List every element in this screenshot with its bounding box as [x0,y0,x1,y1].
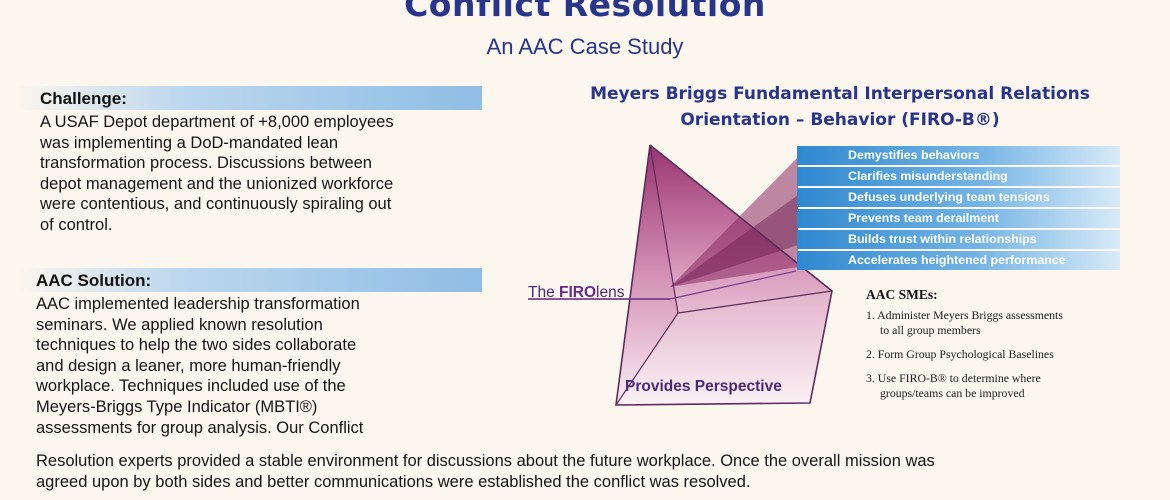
page-subtitle: An AAC Case Study [486,34,684,59]
pyramid-rays [670,157,798,287]
solution-line: and design a leaner, more human-friendly [36,356,341,375]
solution-wide-line: Resolution experts provided a stable env… [36,452,935,470]
benefit-band [797,146,1120,165]
benefit-label: Accelerates heightened performance [848,253,1066,267]
solution-text: AAC implemented leadership transformatio… [36,294,363,438]
solution-wide-text: Resolution experts provided a stable env… [36,451,935,492]
solution-wide-line: agreed upon by both sides and better com… [36,472,751,491]
challenge-line: transformation process. Discussions betw… [40,154,372,173]
diagram-title-line2: Orientation – Behavior (FIRO-B®) [680,110,1000,130]
sme-item: 3. Use FIRO-B® to determine where groups… [866,371,1116,400]
solution-label: AAC Solution: [36,271,152,290]
benefit-label: Prevents team derailment [848,211,999,225]
sme-item-line: to all group members [880,322,981,337]
sme-item-line: 3. Use FIRO-B® to determine where [866,371,1041,385]
sme-item: 2. Form Group Psychological Baselines [866,347,1116,362]
challenge-line: was implementing a DoD-mandated lean [40,133,339,152]
solution-header-band [18,268,482,292]
page-title: Conflict Resolution [404,0,766,24]
pyramid-edge [615,312,679,406]
benefit-band [797,230,1120,249]
challenge-line: depot management and the unionized workf… [40,174,394,193]
benefit-band [797,188,1120,207]
firo-lens-prefix: The [528,284,560,301]
sme-item-line: 1. Administer Meyers Briggs assessments [866,308,1063,322]
firo-lens-line-angled [669,270,797,300]
sme-item: 1. Administer Meyers Briggs assessments … [866,308,1116,337]
benefit-label: Clarifies misunderstanding [848,169,1008,183]
sme-title: AAC SMEs: [866,287,938,302]
challenge-text: A USAF Depot department of +8,000 employ… [40,112,394,236]
solution-line: AAC implemented leadership transformatio… [36,295,360,313]
solution-line: Meyers-Briggs Type Indicator (MBTI®) [36,397,318,416]
benefit-band [797,209,1120,228]
benefit-band [797,251,1120,270]
challenge-line: of control. [40,215,113,234]
benefit-label: Builds trust within relationships [848,232,1037,246]
provides-perspective-label: Provides Perspective [625,378,782,395]
benefit-label: Defuses underlying team tensions [848,190,1050,204]
challenge-header-band [18,86,482,110]
pyramid-outline [615,144,833,406]
benefit-band [797,167,1120,186]
challenge-label: Challenge: [40,89,127,108]
challenge-line: A USAF Depot department of +8,000 employ… [40,113,394,131]
solution-line: seminars. We applied known resolution [36,315,323,334]
firo-lens-suffix: lens [596,284,625,301]
diagram-title-line1: Meyers Briggs Fundamental Interpersonal … [590,84,1090,104]
sme-item-line: groups/teams can be improved [880,385,1025,400]
firo-lens-label: The FIROlens [528,284,624,302]
benefit-label: Demystifies behaviors [848,148,980,162]
sme-item-line: 2. Form Group Psychological Baselines [866,347,1054,361]
challenge-line: were contentious, and continuously spira… [40,195,392,214]
pyramid-edge [649,144,679,314]
solution-line: workplace. Techniques included use of th… [36,377,346,396]
solution-line: assessments for group analysis. Our Conf… [36,418,364,437]
firo-pyramid-diagram [528,144,833,406]
firo-lens-bold: FIRO [559,284,597,301]
pyramid-edge [677,290,833,314]
solution-line: techniques to help the two sides collabo… [36,336,357,355]
pyramid-rays-inner [670,195,798,287]
